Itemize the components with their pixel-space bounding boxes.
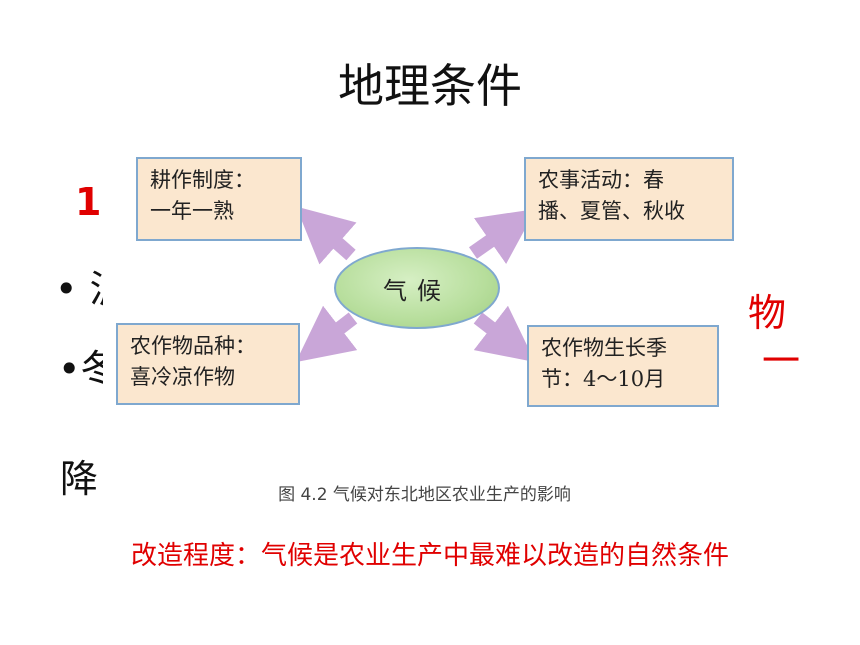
- text-fragment-jiang: 降: [60, 457, 99, 501]
- box-farming-system: 耕作制度： 一年一熟: [136, 157, 302, 241]
- box-growing-season: 农作物生长季 节：4～10月: [527, 325, 719, 407]
- footer-note: 改造程度：气候是农业生产中最难以改造的自然条件: [130, 541, 729, 571]
- box-line: 播、夏管、秋收: [538, 199, 685, 223]
- page-title: 地理条件: [338, 59, 522, 113]
- box-line: 喜冷凉作物: [130, 365, 235, 389]
- arrow-to-top-right: [468, 208, 536, 264]
- red-fragment-1: 物: [748, 291, 787, 335]
- box-line: 农事活动：春: [538, 168, 664, 192]
- arrow-to-bottom-right: [473, 305, 536, 363]
- box-crop-varieties: 农作物品种： 喜冷凉作物: [116, 323, 300, 405]
- climate-ellipse: 气候: [334, 247, 500, 329]
- box-line: 一年一熟: [150, 199, 234, 223]
- box-farm-activities: 农事活动：春 播、夏管、秋收: [524, 157, 734, 241]
- arrows-layer: [295, 206, 536, 363]
- arrow-to-top-left: [296, 206, 357, 265]
- red-fragment-2: 一: [762, 339, 801, 383]
- box-line: 农作物品种：: [130, 334, 256, 358]
- arrow-to-bottom-left: [295, 305, 358, 363]
- list-number-fragment: 1: [75, 180, 102, 224]
- climate-influence-figure: 耕作制度： 一年一熟 农事活动：春 播、夏管、秋收 农作物品种： 喜冷凉作物 农…: [103, 135, 746, 530]
- box-line: 节：4～10月: [541, 367, 666, 391]
- box-line: 耕作制度：: [150, 168, 255, 192]
- figure-caption: 图 4.2 气候对东北地区农业生产的影响: [278, 485, 571, 505]
- box-line: 农作物生长季: [541, 336, 667, 360]
